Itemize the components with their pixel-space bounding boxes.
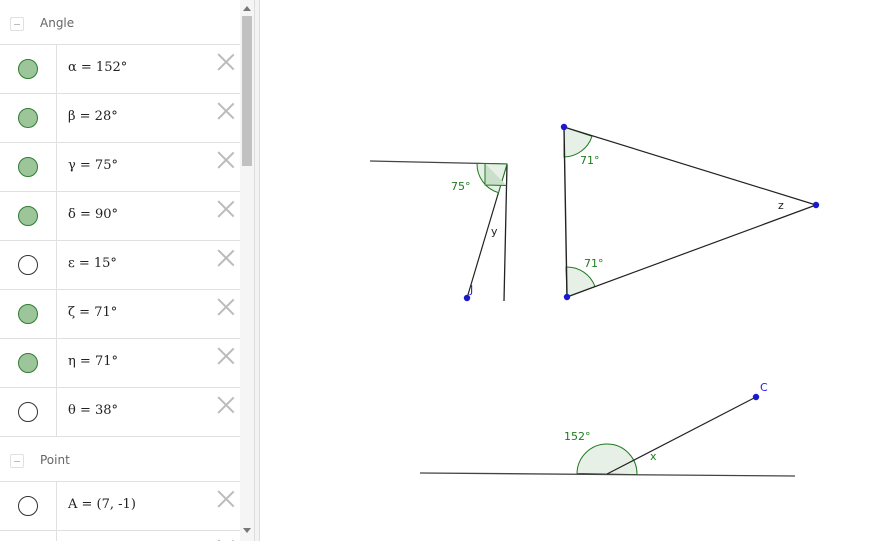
point-j[interactable]	[463, 294, 471, 302]
algebra-expression[interactable]: η = 71°	[68, 354, 118, 369]
delete-icon[interactable]	[217, 249, 235, 267]
angle-label: 71°	[580, 154, 600, 167]
right-angle-marker	[484, 163, 507, 186]
point[interactable]	[560, 123, 568, 131]
group-header-angle[interactable]: Angle	[0, 0, 240, 45]
algebra-expression[interactable]: θ = 38°	[68, 403, 119, 418]
delete-icon[interactable]	[217, 490, 235, 508]
algebra-row-point-a[interactable]: A = (7, -1)	[0, 482, 240, 531]
collapse-icon[interactable]	[10, 454, 24, 468]
algebra-row-beta[interactable]: β = 28°	[0, 94, 240, 143]
segment-label: x	[650, 450, 657, 463]
algebra-expression[interactable]: ζ = 71°	[68, 305, 118, 320]
group-header-point[interactable]: Point	[0, 437, 240, 482]
segment-z[interactable]	[566, 204, 817, 298]
point[interactable]	[812, 201, 820, 209]
algebra-scrollbar[interactable]	[240, 0, 254, 541]
algebra-row-alpha[interactable]: α = 152°	[0, 45, 240, 94]
group-label: Angle	[40, 16, 75, 30]
group-label: Point	[40, 453, 70, 467]
visibility-toggle-icon[interactable]	[18, 496, 38, 516]
segment-x[interactable]	[606, 396, 757, 475]
point-label: J	[469, 283, 473, 296]
visibility-toggle-icon[interactable]	[18, 255, 38, 275]
scroll-up-arrow-icon[interactable]	[243, 6, 251, 11]
segment-label: y	[491, 225, 498, 238]
point[interactable]	[563, 293, 571, 301]
angle-label: 152°	[564, 430, 591, 443]
algebra-row-delta[interactable]: δ = 90°	[0, 192, 240, 241]
algebra-expression[interactable]: α = 152°	[68, 60, 128, 75]
visibility-toggle-icon[interactable]	[18, 108, 38, 128]
algebra-view: Angle α = 152° β = 28° γ = 75° δ = 90° ε…	[0, 0, 240, 541]
graphics-view[interactable]: 75° y J 71° 71° z 152° x C	[260, 0, 895, 541]
scroll-thumb[interactable]	[242, 16, 252, 166]
line[interactable]	[419, 472, 796, 477]
delete-icon[interactable]	[217, 200, 235, 218]
algebra-row-epsilon[interactable]: ε = 15°	[0, 241, 240, 290]
segment[interactable]	[563, 126, 817, 206]
view-divider[interactable]	[254, 0, 260, 541]
angle-label: 71°	[584, 257, 604, 270]
algebra-expression[interactable]: A = (7, -1)	[68, 497, 136, 512]
collapse-icon[interactable]	[10, 17, 24, 31]
angle-label: 75°	[451, 180, 471, 193]
visibility-toggle-icon[interactable]	[18, 304, 38, 324]
point-label: C	[760, 381, 768, 394]
delete-icon[interactable]	[217, 151, 235, 169]
algebra-expression[interactable]: ε = 15°	[68, 256, 117, 271]
line[interactable]	[503, 163, 508, 302]
visibility-toggle-icon[interactable]	[18, 206, 38, 226]
algebra-expression[interactable]: γ = 75°	[68, 158, 118, 173]
visibility-toggle-icon[interactable]	[18, 402, 38, 422]
segment[interactable]	[563, 126, 568, 298]
figure-triangle[interactable]: 71° 71° z	[560, 123, 820, 301]
visibility-toggle-icon[interactable]	[18, 59, 38, 79]
visibility-toggle-icon[interactable]	[18, 157, 38, 177]
figure-angle-152[interactable]: 152° x C	[419, 381, 796, 477]
scroll-down-arrow-icon[interactable]	[243, 528, 251, 533]
delete-icon[interactable]	[217, 53, 235, 71]
figure-angle-75[interactable]: 75° y J	[369, 160, 508, 302]
algebra-expression[interactable]: β = 28°	[68, 109, 118, 124]
delete-icon[interactable]	[217, 102, 235, 120]
delete-icon[interactable]	[217, 347, 235, 365]
algebra-row-next[interactable]	[0, 531, 240, 541]
algebra-row-gamma[interactable]: γ = 75°	[0, 143, 240, 192]
angle-arc-152[interactable]	[576, 443, 638, 476]
delete-icon[interactable]	[217, 298, 235, 316]
algebra-row-zeta[interactable]: ζ = 71°	[0, 290, 240, 339]
algebra-expression[interactable]: δ = 90°	[68, 207, 119, 222]
visibility-toggle-icon[interactable]	[18, 353, 38, 373]
segment-label: z	[778, 199, 784, 212]
delete-icon[interactable]	[217, 396, 235, 414]
algebra-row-eta[interactable]: η = 71°	[0, 339, 240, 388]
point-c[interactable]	[752, 393, 760, 401]
algebra-row-theta[interactable]: θ = 38°	[0, 388, 240, 437]
